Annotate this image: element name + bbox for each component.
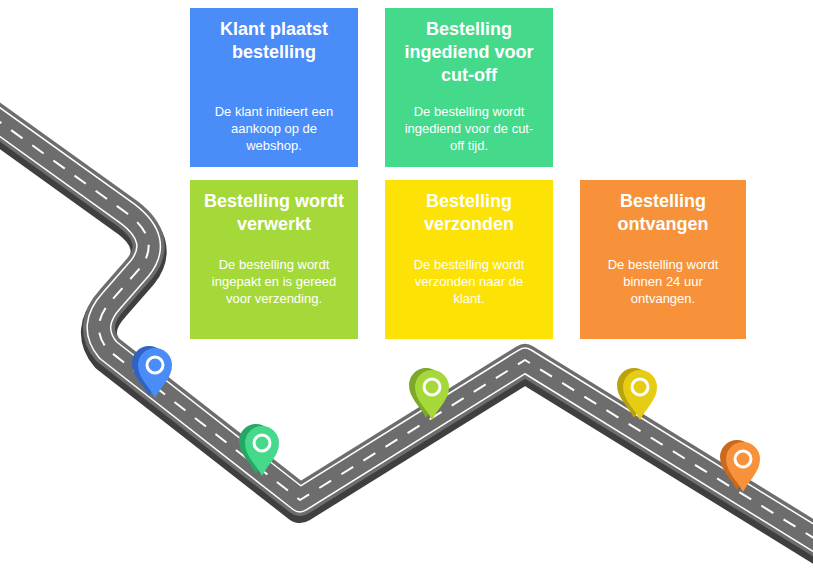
map-pin [617,368,657,420]
step-description: De bestelling wordt ingediend voor de cu… [399,103,539,154]
pin-ring [147,357,163,373]
map-pin [409,368,449,420]
map-pin [132,346,172,398]
process-box: Bestelling wordt verwerkt De bestelling w… [190,180,358,339]
process-box: Klant plaatst bestelling De klant initiee… [190,8,358,167]
step-description: De klant initieert een aankoop op de web… [204,103,344,154]
pin-ring [424,379,440,395]
step-description: De bestelling wordt verzonden naar de kl… [399,256,539,307]
road-inner [0,115,813,548]
pin-front [726,442,760,492]
map-pin [239,424,279,476]
road-shadow [0,120,813,553]
step-heading: Bestelling wordt verwerkt [198,190,350,236]
pin-front [138,348,172,398]
pin-ring [632,379,648,395]
map-pin [720,440,760,492]
step-description: De bestelling wordt ingepakt en is geree… [204,256,344,307]
pin-front [623,370,657,420]
process-box: Bestelling ontvangen De bestelling wordt … [580,180,746,339]
road-edge-line [0,115,813,548]
step-heading: Klant plaatst bestelling [198,18,350,64]
road-center-dash [0,115,813,548]
step-heading: Bestelling ontvangen [588,190,738,236]
pin-front [245,426,279,476]
step-heading: Bestelling ingediend voor cut-off [393,18,545,87]
pin-front [415,370,449,420]
pin-ring [254,435,270,451]
step-description: De bestelling wordt binnen 24 uur ontvan… [594,256,732,307]
process-box: Bestelling verzonden De bestelling wordt … [385,180,553,339]
pin-ring [735,451,751,467]
step-heading: Bestelling verzonden [393,190,545,236]
road-surface [0,115,813,548]
process-box: Bestelling ingediend voor cut-off De best… [385,8,553,167]
